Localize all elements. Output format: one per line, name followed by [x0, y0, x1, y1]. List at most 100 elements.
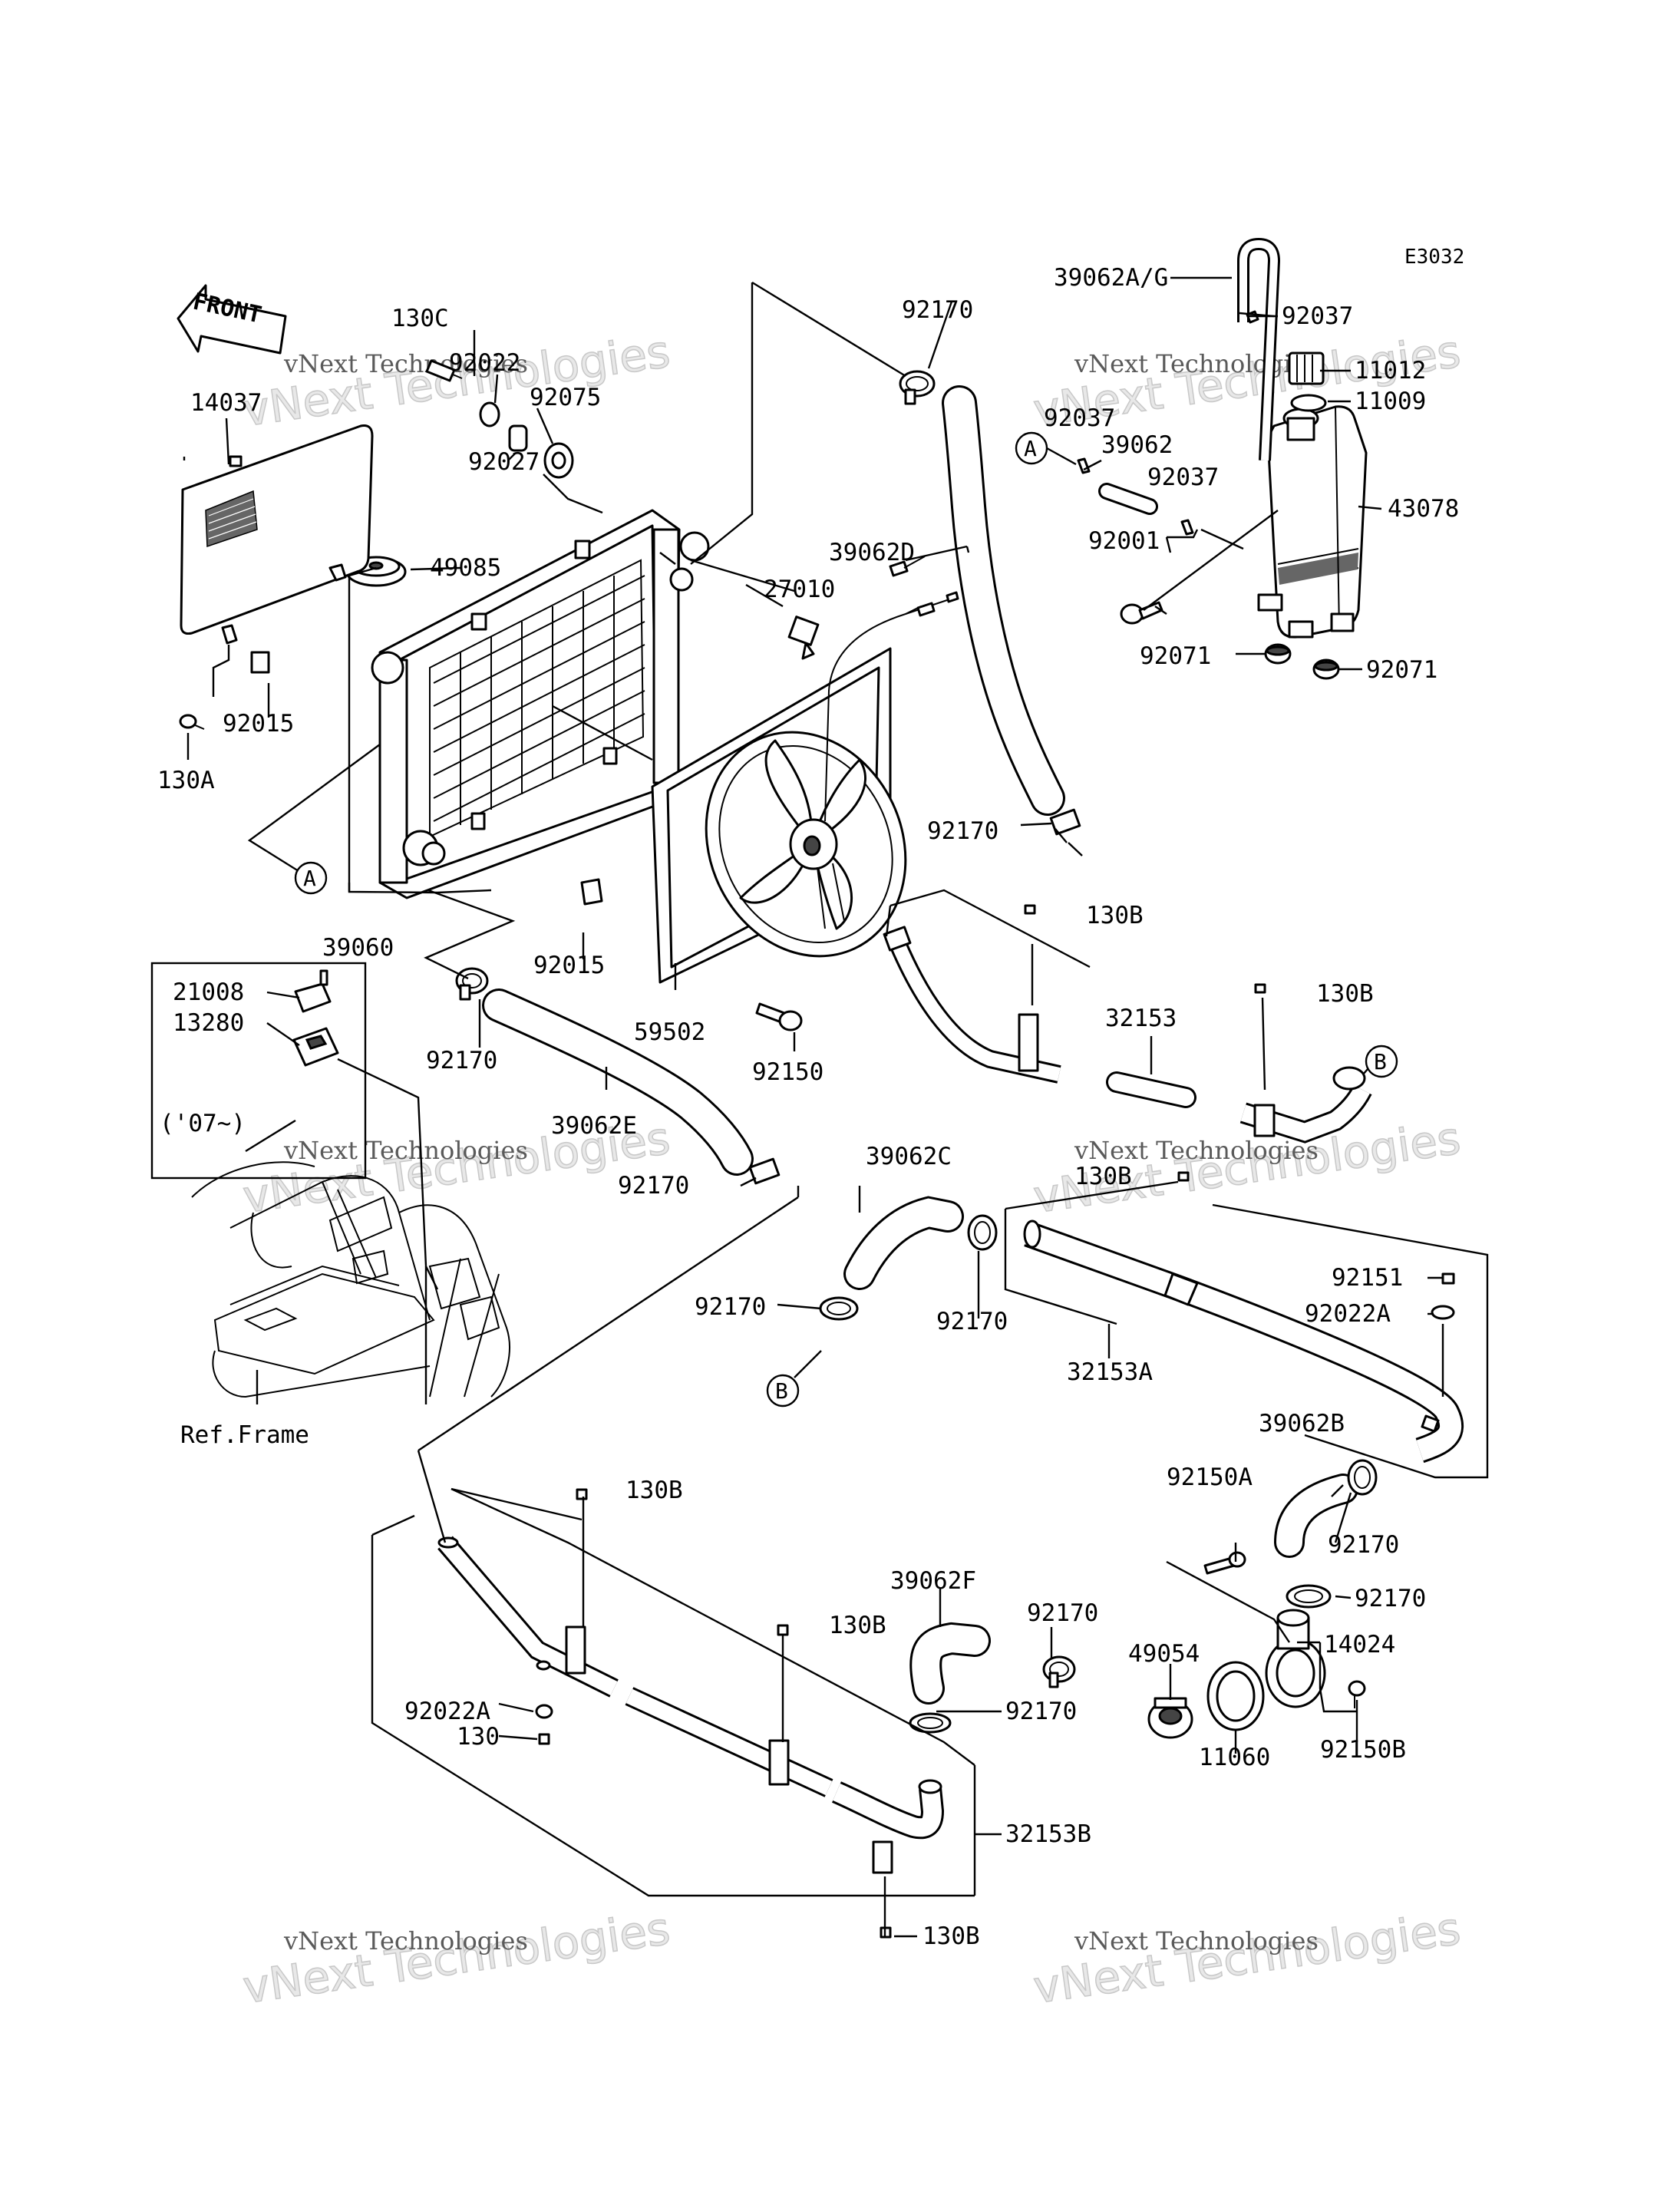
- bolt-92150b: [1348, 1680, 1366, 1708]
- pipe-32153b: [437, 1536, 945, 1874]
- label-ref-frame: Ref.Frame: [180, 1421, 309, 1449]
- bolt-92001: [1120, 601, 1163, 625]
- hose-39062b: [1274, 1474, 1358, 1558]
- grommet-92071-b: [1312, 658, 1340, 680]
- part-labels: 39062A/G 92037 11012 11009 92037 39062 9…: [157, 264, 1459, 1950]
- clip-92015-middle: [580, 878, 603, 906]
- pipe-32153: [883, 926, 1372, 1144]
- washer-92022: [479, 401, 500, 427]
- gasket-11060: [1206, 1661, 1265, 1731]
- hose-39062e: [482, 988, 754, 1176]
- callout-a-left: A: [294, 861, 328, 895]
- clip-92037-b: [1077, 457, 1091, 474]
- clamp-92170-hose-f-bottom: [909, 1712, 952, 1734]
- label-21008: 21008: [173, 979, 244, 1006]
- label-92001: 92001: [1088, 527, 1160, 555]
- bolt-92151: [1441, 1272, 1455, 1285]
- label-92170-hose-e-top: 92170: [426, 1047, 497, 1074]
- svg-text:A: A: [303, 866, 316, 891]
- label-92037-top: 92037: [1282, 302, 1353, 330]
- bolt-130b-3: [1177, 1171, 1190, 1182]
- reference-frame: [191, 1161, 510, 1398]
- fan-switch-27010: [787, 616, 820, 660]
- front-arrow-icon: FRONT: [177, 284, 287, 355]
- svg-text:vNext Technologies: vNext Technologies: [1074, 1926, 1319, 1955]
- label-92027: 92027: [468, 448, 540, 476]
- label-49085: 49085: [430, 554, 501, 582]
- thermostat-49054: [1147, 1697, 1193, 1739]
- label-92022: 92022: [449, 349, 520, 377]
- reservoir-cap-11012: [1288, 351, 1325, 385]
- label-92151: 92151: [1332, 1264, 1403, 1292]
- radiator-screen-14037: [180, 424, 374, 645]
- label-92170-hose-c-left: 92170: [695, 1293, 766, 1321]
- label-14024: 14024: [1324, 1631, 1395, 1658]
- clamp-92170-upper-hose-end: [1049, 808, 1081, 836]
- bolt-130a: [179, 714, 205, 730]
- label-92071-left: 92071: [1140, 642, 1211, 670]
- label-92150b: 92150B: [1320, 1736, 1406, 1764]
- radiator-39060: [371, 509, 710, 899]
- svg-text:vNext Technologies: vNext Technologies: [1074, 1136, 1319, 1165]
- callout-a-top: A: [1015, 431, 1077, 466]
- label-130b-2: 130B: [1316, 980, 1374, 1008]
- bolt-130c: [425, 359, 463, 382]
- label-92022a-right: 92022A: [1305, 1300, 1391, 1328]
- label-92037-mid: 92037: [1044, 404, 1115, 432]
- label-13280: 13280: [173, 1009, 244, 1037]
- label-39062c: 39062C: [866, 1143, 952, 1170]
- diagram-code: E3032: [1404, 246, 1464, 269]
- label-130b-1: 130B: [1086, 902, 1144, 929]
- label-92037-low: 92037: [1147, 464, 1219, 491]
- svg-text:vNext Technologies: vNext Technologies: [1030, 1903, 1463, 2014]
- label-92150a: 92150A: [1167, 1464, 1253, 1491]
- clamp-92170-hose-b-top: [1347, 1459, 1378, 1496]
- label-92150: 92150: [752, 1058, 823, 1086]
- switch-21008: [294, 969, 332, 1013]
- label-27010: 27010: [764, 576, 835, 603]
- label-11009: 11009: [1355, 388, 1426, 415]
- clamp-92170-hose-e-bottom: [748, 1157, 781, 1185]
- label-92170-hose-c-right: 92170: [936, 1308, 1008, 1335]
- label-11060: 11060: [1199, 1744, 1270, 1771]
- svg-text:vNext Technologies: vNext Technologies: [283, 1136, 528, 1165]
- label-model-year: ('07~): [160, 1110, 246, 1137]
- svg-text:A: A: [1024, 436, 1037, 461]
- hose-39062f: [909, 1622, 991, 1705]
- bolt-130b-1: [1024, 904, 1036, 915]
- label-92170-hose-b-bottom: 92170: [1355, 1585, 1426, 1612]
- bolt-130b-2: [1254, 983, 1266, 994]
- label-130b-4: 130B: [625, 1477, 683, 1504]
- label-32153: 32153: [1105, 1005, 1177, 1032]
- svg-text:vNext Technologies: vNext Technologies: [239, 325, 672, 437]
- label-11012: 11012: [1355, 357, 1426, 384]
- label-39060: 39060: [322, 934, 394, 962]
- bracket-13280: [292, 1027, 339, 1067]
- watermark-bottom-right: vNext Technologies vNext Technologies: [1030, 1902, 1464, 2015]
- hose-39062ag: [1237, 237, 1281, 461]
- clamp-92170-hose-f-right: [1042, 1655, 1076, 1688]
- grommet-92071-a: [1264, 643, 1292, 665]
- svg-text:vNext Technologies: vNext Technologies: [1074, 349, 1319, 378]
- label-130b-6: 130B: [923, 1922, 980, 1950]
- callout-b-right: B: [1362, 1045, 1398, 1078]
- label-32153a: 32153A: [1067, 1358, 1153, 1386]
- label-92170-top: 92170: [902, 296, 973, 324]
- hose-39062c: [843, 1196, 964, 1290]
- label-92170-hose-b-top: 92170: [1328, 1531, 1399, 1559]
- label-39062ag: 39062A/G: [1054, 264, 1168, 292]
- svg-text:B: B: [775, 1378, 788, 1404]
- washer-92022a-2: [535, 1704, 553, 1719]
- hose-39062d: [942, 385, 1065, 816]
- collar-92027: [508, 424, 528, 452]
- washer-92022a-1: [1431, 1305, 1455, 1320]
- hose-39062: [1098, 483, 1158, 515]
- label-92071-right: 92071: [1366, 656, 1437, 684]
- svg-text:vNext Technologies: vNext Technologies: [283, 1926, 528, 1955]
- label-92075: 92075: [530, 384, 601, 411]
- grommet-92075: [543, 442, 574, 479]
- label-92170-hose-e-bottom: 92170: [618, 1172, 689, 1200]
- reservoir-tank-43078: [1257, 405, 1368, 639]
- bolt-92150: [755, 1002, 803, 1031]
